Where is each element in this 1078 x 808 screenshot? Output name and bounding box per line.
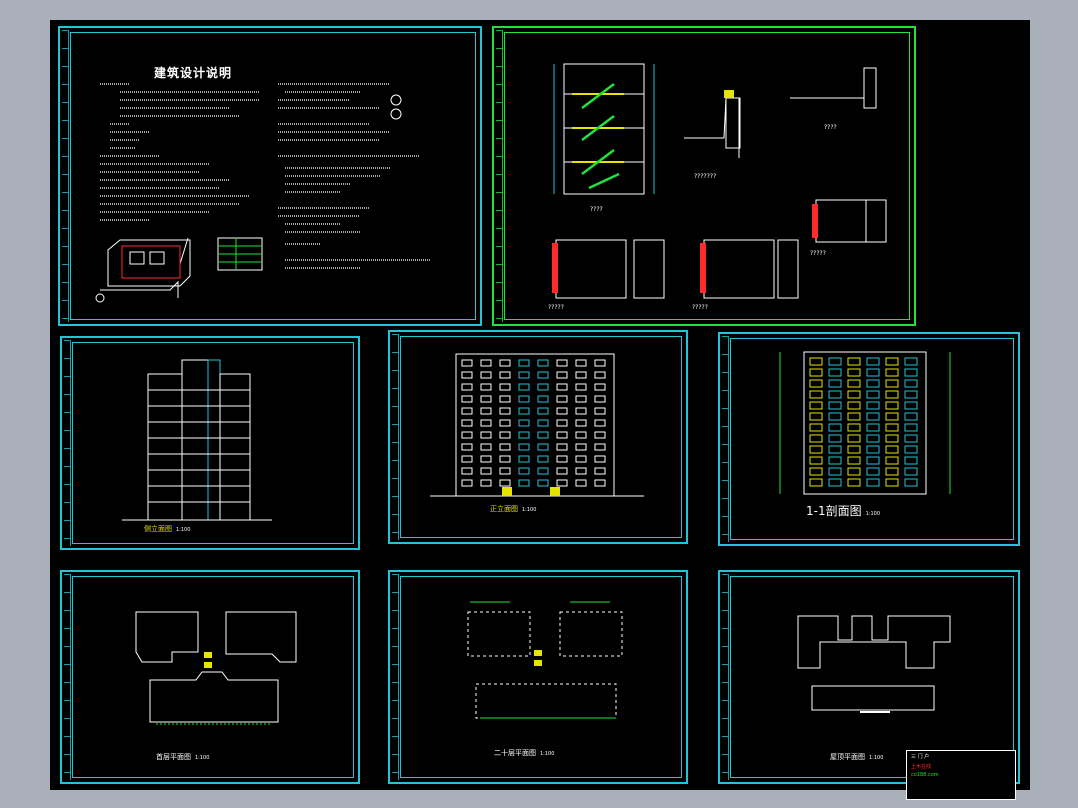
roof-plan-drawing (797, 615, 951, 713)
sheet-stair-details[interactable]: ???? ??????? ???? ????? ????? ????? (492, 26, 916, 326)
title-block-line3: co188.com (911, 772, 939, 778)
section-drawing (779, 351, 951, 495)
label-right: ????? (810, 250, 826, 257)
title-block: 三 门 户 土木在线 co188.com (906, 750, 1016, 800)
label-bottom-mid: ????? (692, 304, 708, 311)
label-small: ???? (824, 124, 837, 131)
ground-plan-drawing (135, 611, 297, 725)
notes-text-lines (95, 83, 430, 303)
stair-drawings (552, 63, 887, 299)
front-elevation-drawing (430, 353, 644, 497)
title-block-line2: 土木在线 (911, 764, 932, 770)
side-elevation-drawing (122, 359, 272, 521)
sheet-design-notes[interactable]: 建筑设计说明 (58, 26, 482, 326)
typical-plan-drawing (467, 601, 623, 719)
title-stripe (62, 30, 69, 322)
drawing-canvas[interactable]: 建筑设计说明 (50, 20, 1030, 800)
title-block-line1: 三 门 户 (911, 754, 930, 760)
label-bottom-left: ????? (548, 304, 564, 311)
label-mid: ??????? (694, 173, 717, 180)
sheet-title: 建筑设计说明 (154, 66, 233, 80)
label-top: ???? (590, 206, 603, 213)
